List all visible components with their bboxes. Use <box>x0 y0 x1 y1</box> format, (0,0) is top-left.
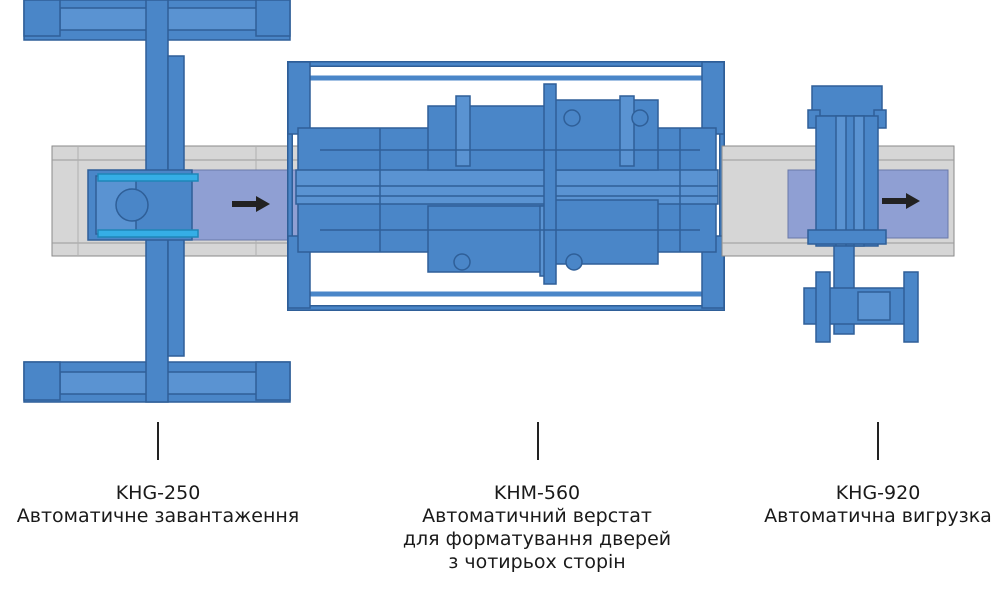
khm560-caption: KHM-560 Автоматичний верстат для формату… <box>358 482 716 574</box>
khm560-desc-line-1: Автоматичний верстат <box>422 505 652 527</box>
khg250-desc-line: Автоматичне завантаження <box>16 505 300 527</box>
feed-arrow-icon <box>232 196 270 212</box>
khm560-desc-line-2: для форматування дверей <box>402 528 672 550</box>
khm560-model: KHM-560 <box>493 482 581 504</box>
machine-layout-diagram <box>23 0 955 403</box>
khg250-model: KHG-250 <box>115 482 201 504</box>
khg920-model: KHG-920 <box>835 482 921 504</box>
khm560-desc-line-3: з чотирьох сторін <box>448 551 626 573</box>
khg250-caption: KHG-250 Автоматичне завантаження <box>0 482 316 528</box>
khg920-unloader <box>803 85 919 343</box>
khg920-desc-line: Автоматична вигрузка <box>764 505 992 527</box>
khm560-machine <box>287 61 725 311</box>
khg250-loader <box>23 0 291 403</box>
khm560-pointer <box>537 422 539 460</box>
khg250-pointer <box>157 422 159 460</box>
khg920-pointer <box>877 422 879 460</box>
outfeed-arrow-icon <box>882 193 920 209</box>
khg920-caption: KHG-920 Автоматична вигрузка <box>752 482 1004 528</box>
